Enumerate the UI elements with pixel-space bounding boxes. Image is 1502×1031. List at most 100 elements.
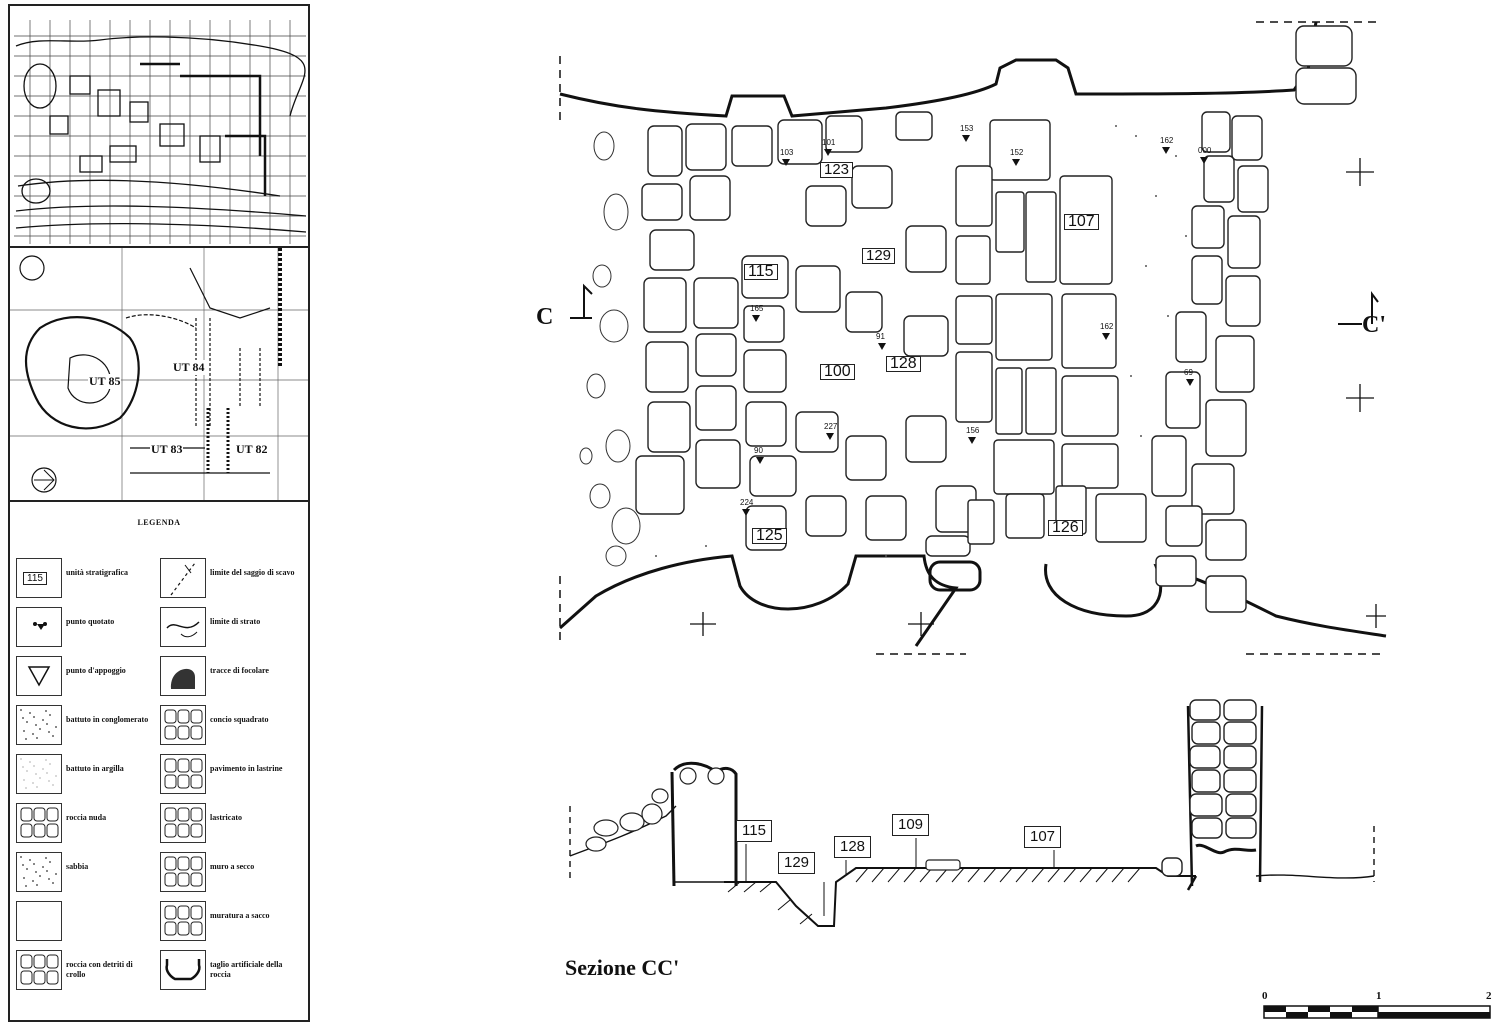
legend-label: tracce di focolare [210, 666, 269, 675]
hearth-traces-icon [160, 656, 206, 696]
support-point-triangle-icon [1012, 159, 1020, 166]
section-cc-drawing: 115 129 128 109 107 [556, 686, 1386, 952]
layer-limit-icon [160, 607, 206, 647]
rubble-masonry-icon [160, 901, 206, 941]
unit-label: 100 [820, 364, 855, 380]
support-point-triangle-icon [756, 457, 764, 464]
section-unit-label: 128 [834, 836, 872, 858]
spot-height-label: 152 [1010, 148, 1024, 157]
legend-label: battuto in conglomerato [66, 715, 149, 724]
spot-height-label: 227 [824, 422, 838, 431]
unit-label: 123 [820, 162, 854, 178]
excavation-plan: C C' 107 115 128 100 125 126 129 123 103… [536, 16, 1396, 660]
scale-bar-graphic [1263, 1005, 1491, 1019]
legend-label: roccia con detriti di crollo [66, 960, 133, 979]
legend-label: limite di strato [210, 617, 261, 626]
section-title: Sezione CC' [565, 955, 680, 980]
legend-label: unità stratigrafica [66, 568, 128, 577]
unit-label: 115 [744, 264, 778, 280]
spot-height-label: 101 [822, 138, 836, 147]
support-point-triangle-icon [826, 433, 834, 440]
unit-sample: 115 [23, 572, 47, 585]
support-point-triangle-icon [1186, 379, 1194, 386]
support-point-triangle-icon [968, 437, 976, 444]
unit-label: 129 [862, 248, 896, 264]
support-point-triangle-icon [1102, 333, 1110, 340]
ut-84-label: UT 84 [172, 360, 206, 375]
squared-ashlar-icon [160, 705, 206, 745]
support-point-triangle-icon [782, 159, 790, 166]
section-unit-label: 109 [892, 814, 930, 836]
spot-height-label: 103 [780, 148, 794, 157]
support-point-triangle-icon [824, 149, 832, 156]
paving-icon [160, 803, 206, 843]
support-point-triangle-icon [1200, 157, 1208, 164]
ut-detail-map [10, 248, 308, 500]
left-panel: UT 84 UT 85 UT 83 UT 82 LEGENDA 115 unità… [8, 4, 310, 1022]
section-marker-c-prime: C' [1362, 312, 1386, 338]
legend-label: pavimento in lastrine [210, 764, 283, 773]
spot-height-label: 224 [740, 498, 754, 507]
legend-label: taglio artificiale della roccia [210, 960, 283, 979]
rock-cut-icon [160, 950, 206, 990]
spot-height-label: 90 [754, 446, 763, 455]
legend-label: concio squadrato [210, 715, 269, 724]
support-point-triangle-icon [742, 509, 750, 516]
legend-label: punto quotato [66, 617, 115, 626]
unit-label: 107 [1064, 214, 1099, 230]
support-point-triangle-icon [962, 135, 970, 142]
section-unit-label: 107 [1024, 826, 1062, 848]
legend-label: battuto in argilla [66, 764, 124, 773]
unit-label: 128 [886, 356, 921, 372]
section-profile [569, 699, 1375, 927]
compass-icon [31, 467, 57, 493]
spot-height-label: 165 [750, 304, 764, 313]
spot-height-label: 91 [876, 332, 885, 341]
legend-label: lastricato [210, 813, 242, 822]
scale-tick-label: 1 [1376, 990, 1382, 1002]
panel-divider [10, 246, 308, 248]
support-point-triangle-icon [752, 315, 760, 322]
slab-pavement-icon [160, 754, 206, 794]
unit-label: 126 [1048, 520, 1083, 536]
unit-label: 125 [752, 528, 787, 544]
scale-bar: 0 1 2 [1262, 990, 1494, 1024]
bare-rock-icon [16, 803, 62, 843]
dry-wall-icon [160, 852, 206, 892]
site-overview-map [14, 20, 307, 244]
spot-height-label: 153 [960, 124, 974, 133]
spot-height-icon [16, 607, 62, 647]
support-point-triangle-icon [878, 343, 886, 350]
empty-icon [16, 901, 62, 941]
spot-height-label: 000 [1198, 146, 1212, 155]
section-unit-label: 115 [736, 820, 772, 842]
section-marker-c: C [536, 304, 554, 330]
legend-label: muratura a sacco [210, 911, 270, 920]
sand-icon [16, 852, 62, 892]
plan-drawing [559, 21, 1387, 655]
legend-label: limite del saggio di scavo [210, 568, 295, 577]
conglomerate-floor-icon [16, 705, 62, 745]
support-point-triangle-icon [16, 656, 62, 696]
unit-box-icon: 115 [16, 558, 62, 598]
legend-label: muro a secco [210, 862, 255, 871]
support-point-triangle-icon [1162, 147, 1170, 154]
spot-height-label: 162 [1100, 322, 1114, 331]
spot-height-label: 162 [1160, 136, 1174, 145]
legend-label: punto d'appoggio [66, 666, 126, 675]
spot-height-label: 69 [1184, 368, 1193, 377]
scale-tick-label: 0 [1262, 990, 1268, 1002]
ut-83-label: UT 83 [150, 442, 184, 457]
clay-floor-icon [16, 754, 62, 794]
legend-label: sabbia [66, 862, 89, 871]
excavation-limit-icon [160, 558, 206, 598]
ut-82-label: UT 82 [235, 442, 269, 457]
rock-collapse-debris-icon [16, 950, 62, 990]
scale-tick-label: 2 [1486, 990, 1492, 1002]
ut-85-label: UT 85 [88, 374, 122, 389]
section-unit-label: 129 [778, 852, 816, 874]
panel-divider [10, 500, 308, 502]
legend-title: LEGENDA [137, 518, 181, 527]
spot-height-label: 156 [966, 426, 980, 435]
legend-label: roccia nuda [66, 813, 107, 822]
